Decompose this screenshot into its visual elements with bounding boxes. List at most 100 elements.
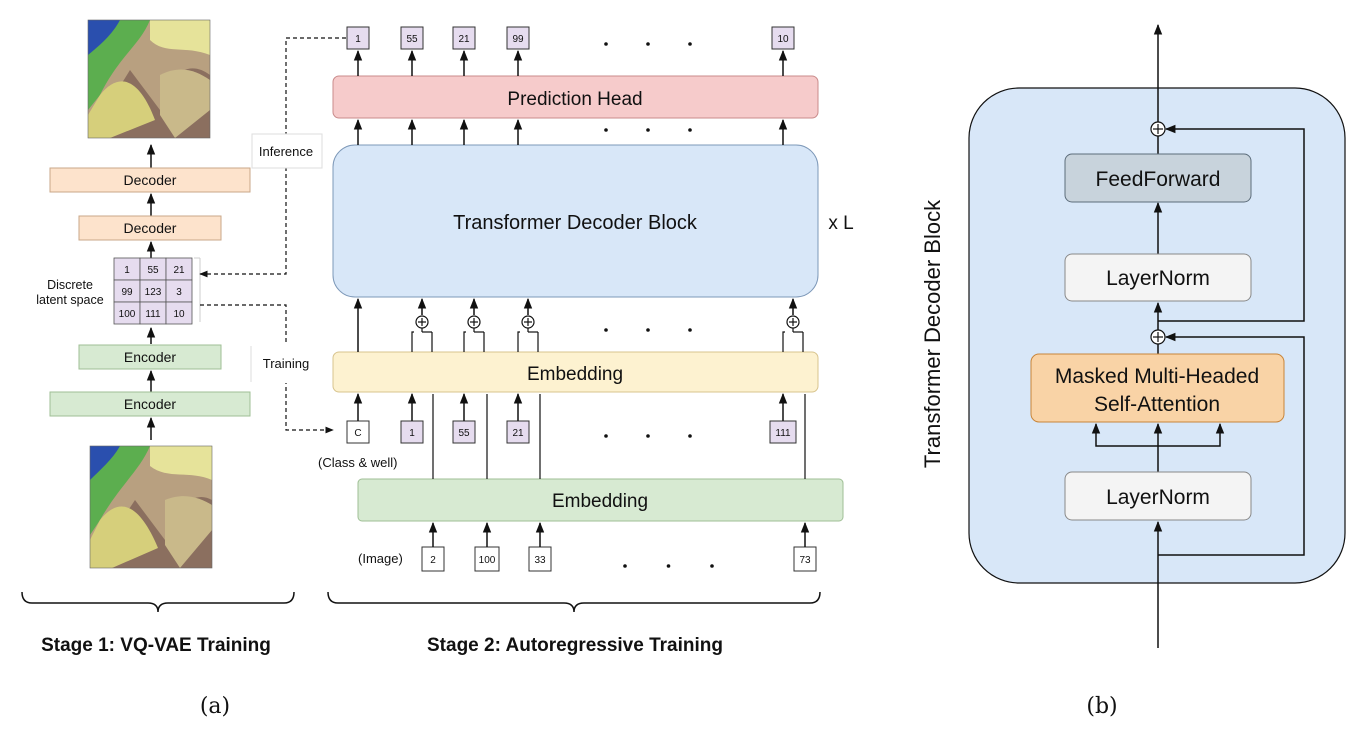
layernorm-top-label: LayerNorm xyxy=(1106,267,1210,290)
image-label: (Image) xyxy=(358,551,403,566)
stage2-title: Stage 2: Autoregressive Training xyxy=(427,635,723,656)
latent-grid: 1 55 21 99 123 3 100 111 10 xyxy=(113,257,193,325)
ellipsis-dot xyxy=(688,42,692,46)
latent-cell: 123 xyxy=(139,279,167,303)
ellipsis-dot xyxy=(604,328,608,332)
image-token: 100 xyxy=(474,546,500,572)
output-token-text: 10 xyxy=(777,34,789,45)
ellipsis-dot xyxy=(604,434,608,438)
ellipsis-dot xyxy=(646,42,650,46)
latent-cell: 10 xyxy=(165,301,193,325)
output-tokens: 1 55 21 99 10 xyxy=(346,26,795,50)
add-node xyxy=(786,315,800,329)
output-token-text: 1 xyxy=(355,34,361,45)
encoder-top-label: Encoder xyxy=(124,349,176,365)
ellipsis-dot xyxy=(666,564,671,568)
image-token: 2 xyxy=(421,546,445,572)
ellipsis-dot xyxy=(623,564,627,568)
latent-cell: 1 xyxy=(113,257,141,281)
input-token-text: 111 xyxy=(775,428,791,439)
input-geology-image xyxy=(89,445,213,569)
times-l-label: x L xyxy=(828,213,853,234)
output-token: 10 xyxy=(771,26,795,50)
image-token-text: 100 xyxy=(479,555,496,566)
stage2-connectors xyxy=(353,49,810,547)
plus-node-bottom xyxy=(1150,329,1166,345)
class-well-label: (Class & well) xyxy=(318,455,397,470)
encoder-top-box: Encoder xyxy=(78,344,222,370)
latent-cell: 100 xyxy=(113,301,141,325)
ellipsis-dot xyxy=(688,434,692,438)
add-node xyxy=(467,315,481,329)
caption-a: (a) xyxy=(200,694,230,719)
latent-cell: 55 xyxy=(139,257,167,281)
embedding-bottom-label: Embedding xyxy=(552,491,648,512)
panel-b-side-label: Transformer Decoder Block xyxy=(920,199,945,468)
output-token: 55 xyxy=(400,26,424,50)
output-token-text: 21 xyxy=(458,34,470,45)
output-geology-image xyxy=(87,19,211,139)
input-token: 55 xyxy=(452,420,476,444)
attention-box: Masked Multi-Headed Self-Attention xyxy=(1030,353,1285,423)
attention-label-line1: Masked Multi-Headed xyxy=(1055,365,1259,388)
image-token-text: 33 xyxy=(534,555,546,566)
latent-label-line2: latent space xyxy=(36,293,103,307)
stage2-brace xyxy=(327,591,821,613)
attention-label-line2: Self-Attention xyxy=(1094,393,1220,416)
add-node xyxy=(521,315,535,329)
image-token: 33 xyxy=(528,546,552,572)
latent-cell-text: 10 xyxy=(173,309,185,320)
output-token-text: 99 xyxy=(512,34,524,45)
ellipsis-dot xyxy=(604,128,608,132)
ellipsis-dot xyxy=(688,128,692,132)
output-token: 21 xyxy=(452,26,476,50)
ellipsis-dot xyxy=(646,328,650,332)
latent-cell: 99 xyxy=(113,279,141,303)
plus-node-top xyxy=(1150,121,1166,137)
image-token-text: 73 xyxy=(799,555,811,566)
input-token: C xyxy=(346,420,370,444)
embedding-top-label: Embedding xyxy=(527,364,623,385)
stage1-title: Stage 1: VQ-VAE Training xyxy=(41,635,271,656)
output-token-text: 55 xyxy=(406,34,418,45)
embedding-top-box: Embedding xyxy=(332,351,819,393)
latent-cell: 21 xyxy=(165,257,193,281)
input-token-text: 21 xyxy=(512,428,524,439)
ellipsis-dot xyxy=(710,564,714,568)
input-token-text: C xyxy=(354,428,361,439)
transformer-block-box: Transformer Decoder Block xyxy=(332,144,819,298)
transformer-block-label: Transformer Decoder Block xyxy=(453,212,698,234)
image-token: 73 xyxy=(793,546,817,572)
stage1-brace xyxy=(21,591,295,613)
latent-cell-text: 21 xyxy=(173,265,185,276)
ellipsis-dot xyxy=(604,42,608,46)
encoder-label: Encoder xyxy=(124,396,176,412)
ellipsis-dot xyxy=(688,328,692,332)
latent-cell: 111 xyxy=(139,301,167,325)
output-token: 99 xyxy=(506,26,530,50)
feedforward-box: FeedForward xyxy=(1064,153,1252,203)
ellipsis-dots xyxy=(604,42,714,568)
ellipsis-dot xyxy=(646,434,650,438)
prediction-head-box: Prediction Head xyxy=(332,75,819,119)
input-token: 1 xyxy=(400,420,424,444)
latent-cell-text: 3 xyxy=(176,287,182,298)
latent-cell-text: 123 xyxy=(145,287,162,298)
latent-cell-text: 111 xyxy=(145,309,161,320)
feedforward-label: FeedForward xyxy=(1096,168,1221,191)
encoder-box: Encoder xyxy=(49,391,251,417)
add-node xyxy=(415,315,429,329)
latent-cell-text: 100 xyxy=(119,309,136,320)
input-token-text: 55 xyxy=(458,428,470,439)
decoder-top-box: Decoder xyxy=(49,167,251,193)
latent-label-line1: Discrete xyxy=(47,278,93,292)
ellipsis-dot xyxy=(646,128,650,132)
decoder-label: Decoder xyxy=(124,220,177,236)
inference-label: Inference xyxy=(259,144,313,159)
prediction-head-label: Prediction Head xyxy=(507,89,642,110)
image-token-text: 2 xyxy=(430,555,436,566)
latent-cell-text: 1 xyxy=(124,265,130,276)
embedding-bottom-box: Embedding xyxy=(357,478,844,522)
input-token: 111 xyxy=(769,420,797,444)
input-token: 21 xyxy=(506,420,530,444)
